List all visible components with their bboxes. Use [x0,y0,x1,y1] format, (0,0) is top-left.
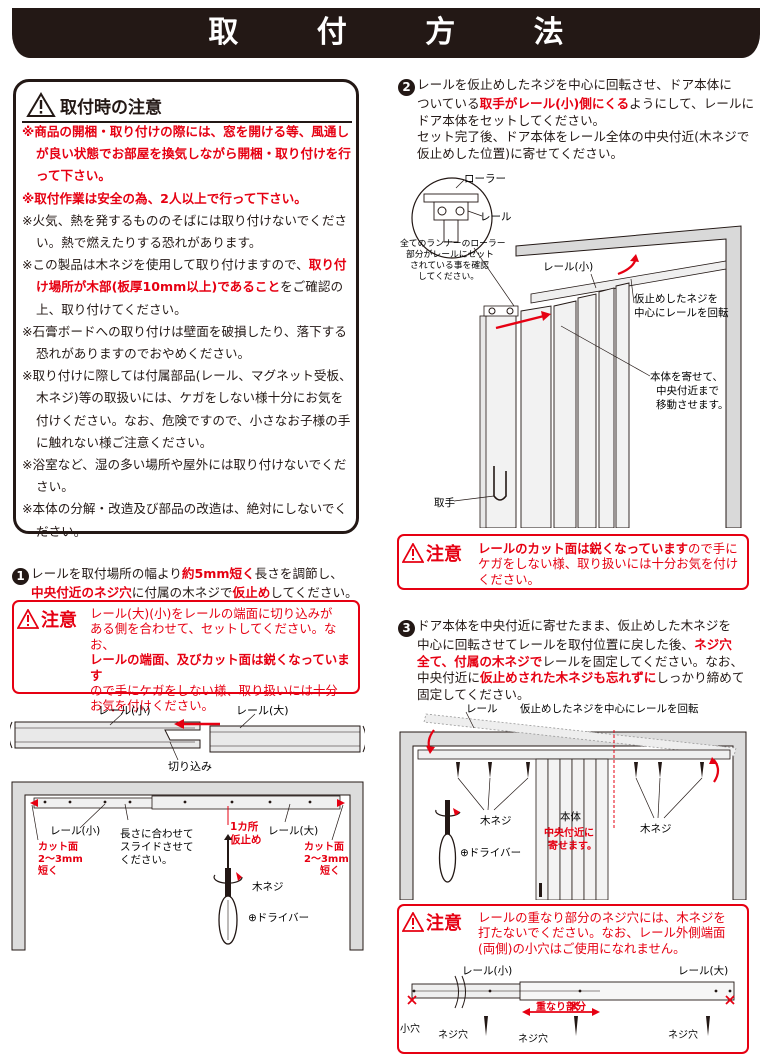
caution-item-gypsum: ※石膏ボードへの取り付けは壁面を破損したり、落下する恐れがありますのでおやめくだ… [22,323,347,362]
svg-text:中心にレールを回転: 中心にレールを回転 [634,306,729,319]
svg-text:木ネジ: 木ネジ [252,881,284,893]
svg-text:長さに合わせて: 長さに合わせて [120,827,194,840]
svg-text:⊕ドライバー: ⊕ドライバー [460,847,521,859]
svg-text:仮止めしたネジを中心にレールを回転: 仮止めしたネジを中心にレールを回転 [520,702,699,715]
svg-text:中央付近まで: 中央付近まで [656,384,719,397]
svg-text:レール(大): レール(大) [268,824,318,837]
svg-text:スライドさせて: スライドさせて [120,841,194,853]
svg-text:1カ所: 1カ所 [230,820,259,833]
svg-text:2〜3mm: 2〜3mm [38,854,83,865]
svg-text:短く: 短く [320,864,340,877]
caution-divider [22,121,352,123]
screwdriver-icon [218,868,238,945]
page-title: 取 付 方 法 [12,8,760,58]
svg-text:レール(小): レール(小) [50,825,100,837]
svg-text:仮止め: 仮止め [229,833,262,846]
svg-text:カット面: カット面 [304,841,344,853]
step3-warning-text: レールの重なり部分のネジ穴には、木ネジを 打たないでください。なお、レール外側端… [478,910,726,956]
caution-title: 取付時の注意 [60,98,162,118]
warning-triangle-icon [402,543,424,563]
caution-item-fire: ※火気、熱を発するもののそばには取り付けないでください。熱で燃えたりする恐れがあ… [22,212,348,251]
svg-text:ネジ穴: ネジ穴 [668,1028,698,1041]
step3-rail-fix-diagram: レール 仮止めしたネジを中心にレールを回転 木ネジ 木ネジ 本体 中央付近に 寄… [399,702,747,900]
svg-text:全てのランナーのローラー: 全てのランナーのローラー [400,237,506,249]
svg-text:⊕ドライバー: ⊕ドライバー [248,912,309,924]
label-rail-small: レール(小) [98,704,151,717]
warning-triangle-icon [402,912,424,932]
step2-number: 2 [398,79,415,96]
svg-text:本体: 本体 [560,810,581,823]
label-notch: 切り込み [168,760,212,773]
svg-text:中央付近に: 中央付近に [544,826,594,839]
svg-text:してください。: してください。 [418,271,479,282]
svg-text:短く: 短く [38,864,58,877]
caution-item-bathroom: ※浴室など、湿の多い場所や屋外には取り付けないでください。 [22,457,347,495]
caution-item-two-people: ※取付作業は安全の為、2人以上で行って下さい。 [22,190,307,206]
step3-warning-box [397,904,749,1054]
svg-text:部分がレールにセット: 部分がレールにセット [406,248,494,260]
svg-text:ネジ穴: ネジ穴 [438,1028,468,1041]
caution-list: ※商品の開梱・取り付けの際には、窓を開ける等、風通しが良い状態でお部屋を換気しな… [22,121,352,543]
svg-text:レール: レール [466,703,498,715]
label-rail-large: レール(大) [236,703,289,717]
caution-box [13,79,359,534]
step2-warning-box [397,534,749,590]
step1-rail-frame-diagram: レール(小) 長さに合わせて スライドさせて ください。 1カ所 仮止め レール… [11,781,364,951]
caution-item-ventilation: ※商品の開梱・取り付けの際には、窓を開ける等、風通しが良い状態でお部屋を換気しな… [22,124,351,184]
step1-number: 1 [12,568,29,585]
step3-number: 3 [398,620,415,637]
step1-rail-joint-diagram: レール(小) レール(大) 切り込み [10,703,365,773]
svg-text:取手: 取手 [434,496,455,509]
svg-text:レール(小): レール(小) [543,261,593,273]
svg-text:レール: レール [480,211,512,223]
svg-text:2〜3mm: 2〜3mm [304,854,349,865]
svg-text:寄せます。: 寄せます。 [548,839,597,852]
svg-text:ください。: ください。 [120,854,173,866]
svg-text:カット面: カット面 [38,841,78,853]
step3-overlap-diagram: レール(小) レール(大) 重なり部分 小穴 ネジ穴 ネジ穴 ネジ穴 [400,964,735,1045]
svg-text:小穴: 小穴 [400,1022,420,1035]
svg-text:ローラー: ローラー [464,173,506,185]
svg-text:仮止めしたネジを: 仮止めしたネジを [634,292,718,305]
caution-item-modify: ※本体の分解・改造及び部品の改造は、絶対にしないでください。 [22,501,348,539]
svg-text:木ネジ: 木ネジ [480,815,512,827]
caution-item-parts: ※取り付けに際しては付属部品(レール、マグネット受板、木ネジ)等の取扱いには、ケ… [22,368,352,450]
svg-text:木ネジ: 木ネジ [640,823,672,835]
step2-warning-text: レールのカット面は鋭くなっていますので手に ケガをしない様、取り扱いには十分お気… [478,541,739,587]
svg-text:移動させます。: 移動させます。 [656,398,728,411]
svg-text:ネジ穴: ネジ穴 [518,1032,548,1045]
step1-warning-text: レール(大)(小)をレールの端面に切り込みが ある側を合わせて、セットしてくださ… [90,606,350,714]
svg-text:レール(大): レール(大) [678,964,728,977]
screwdriver-icon [435,800,461,883]
caution-item-wood: ※この製品は木ネジを使用して取り付けますので、取り付け場所が木部(板厚10mm以… [22,257,347,317]
svg-text:レール(小): レール(小) [462,965,512,977]
svg-text:本体を寄せて、: 本体を寄せて、 [650,370,723,383]
svg-text:重なり部分: 重なり部分 [536,1000,586,1013]
warning-triangle-icon [17,609,39,629]
step2-door-set-diagram: ローラー レール 全てのランナーのローラー 部分がレールにセット されている事を… [400,173,742,528]
wood-screw-icon [224,834,232,868]
warning-triangle-icon [26,92,56,117]
step1-warning-box [12,600,360,694]
svg-text:されている事を確認: されている事を確認 [410,259,489,271]
